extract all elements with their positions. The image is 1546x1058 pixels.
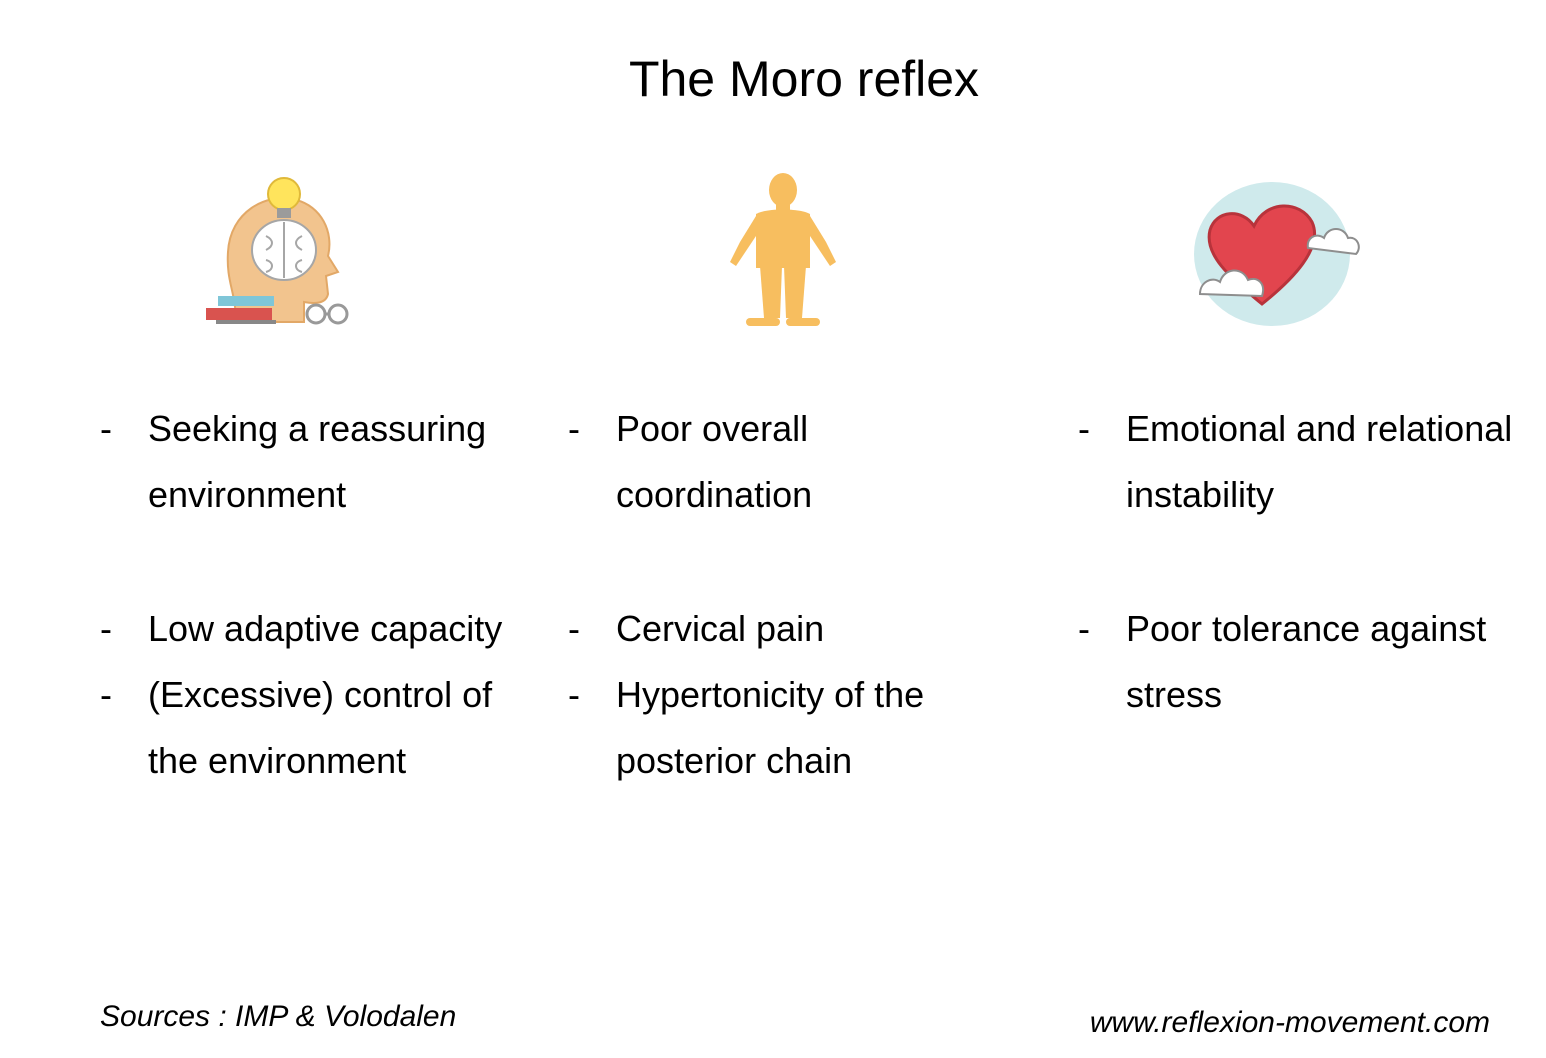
bullet-dash: - — [1078, 608, 1090, 649]
list-item: - (Excessive) control of the environment — [100, 662, 540, 794]
list-item-text: Seeking a reassuring environment — [148, 408, 487, 515]
brain-idea-icon — [196, 172, 356, 332]
bullet-dash: - — [568, 408, 580, 449]
list-item: - Emotional and relational instability — [1078, 396, 1518, 528]
list-item-text: (Excessive) control of the environment — [148, 674, 493, 781]
bullet-dash: - — [1078, 408, 1090, 449]
list-item: - Seeking a reassuring environment — [100, 396, 540, 528]
human-body-icon — [726, 172, 840, 328]
bullet-dash: - — [568, 674, 580, 715]
list-item-text: Emotional and relational instability — [1126, 408, 1513, 515]
list-item-text: Poor tolerance against stress — [1126, 608, 1487, 715]
list-item: - Poor overall coordination — [568, 396, 988, 528]
list-item: - Hypertonicity of the posterior chain — [568, 662, 988, 794]
sources-note: Sources : IMP & Volodalen — [100, 1000, 457, 1033]
list-item: - Low adaptive capacity — [100, 596, 540, 662]
website-link[interactable]: www.reflexion-movement.com — [1089, 1006, 1490, 1039]
list-item-text: Cervical pain — [616, 608, 825, 649]
list-item: - Cervical pain — [568, 596, 988, 662]
bullet-dash: - — [568, 608, 580, 649]
list-item-text: Poor overall coordination — [616, 408, 813, 515]
list-item-text: Low adaptive capacity — [148, 608, 503, 649]
heart-cloud-icon — [1180, 172, 1364, 328]
list-item: - Poor tolerance against stress — [1078, 596, 1518, 728]
bullet-dash: - — [100, 408, 112, 449]
bullet-dash: - — [100, 608, 112, 649]
column-emotion: - Emotional and relational instability -… — [1078, 396, 1518, 728]
page-title: The Moro reflex — [628, 51, 980, 107]
bullet-dash: - — [100, 674, 112, 715]
list-item-text: Hypertonicity of the posterior chain — [616, 674, 925, 781]
column-mind: - Seeking a reassuring environment - Low… — [100, 396, 540, 794]
column-body: - Poor overall coordination - Cervical p… — [568, 396, 988, 794]
